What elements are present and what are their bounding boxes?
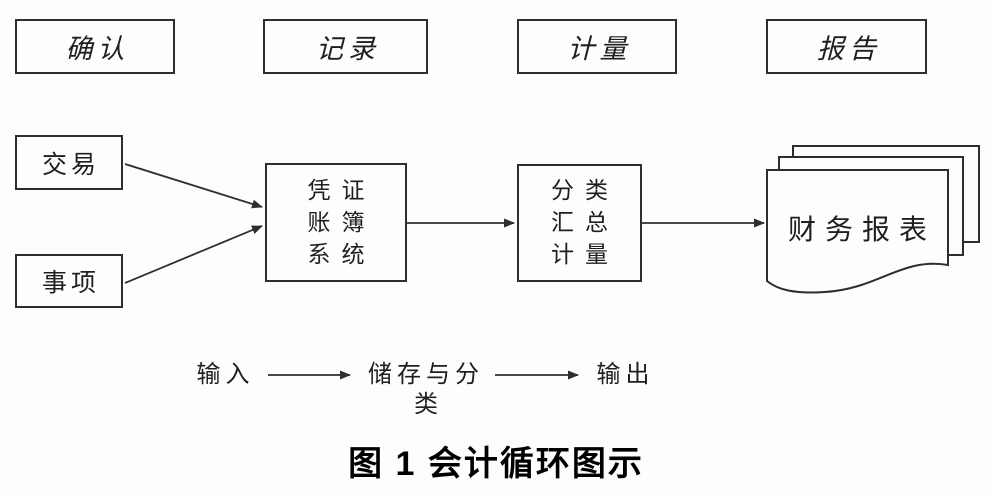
stage-label-measure: 计量 (567, 34, 632, 64)
voucher-system-line-2: 账簿 (307, 209, 376, 235)
flow-label-input-text: 输入 (196, 362, 255, 388)
stage-box-record: 记录 (263, 19, 428, 74)
node-voucher-system: 凭证 账簿 系统 (265, 163, 407, 282)
classify-line-2: 汇总 (551, 210, 619, 235)
financial-statements-label-box: 财务报表 (767, 210, 948, 246)
classify-line-3: 计量 (551, 242, 619, 267)
arrow-event-to-voucher (124, 225, 263, 284)
flow-label-input: 输入 (188, 360, 258, 390)
stage-label-confirm: 确认 (65, 34, 130, 64)
figure-caption: 图 1 会计循环图示 (348, 445, 644, 483)
arrow-transaction-to-voucher (124, 163, 263, 209)
financial-statements-label: 财务报表 (787, 215, 936, 246)
stage-box-measure: 计量 (517, 19, 677, 74)
node-transaction: 交易 (15, 135, 123, 190)
voucher-system-line-1: 凭证 (307, 177, 376, 203)
stage-label-report: 报告 (817, 34, 881, 64)
node-event-label: 事项 (41, 270, 100, 297)
stage-box-report: 报告 (766, 19, 927, 74)
flow-label-output: 输出 (588, 360, 658, 390)
voucher-system-line-3: 系统 (307, 241, 376, 267)
flow-label-storage: 储存与分类 (360, 360, 492, 420)
classify-line-1: 分类 (551, 178, 619, 203)
statement-sheet-front (766, 169, 949, 294)
flow-label-storage-text: 储存与分类 (368, 362, 484, 418)
node-transaction-label: 交易 (41, 151, 100, 179)
stage-label-record: 记录 (316, 34, 380, 64)
flow-label-output-text: 输出 (596, 362, 655, 388)
node-classify-summarize: 分类 汇总 计量 (517, 164, 642, 282)
stage-box-confirm: 确认 (15, 19, 175, 74)
node-event: 事项 (15, 254, 123, 308)
financial-statements-stack (766, 145, 980, 294)
